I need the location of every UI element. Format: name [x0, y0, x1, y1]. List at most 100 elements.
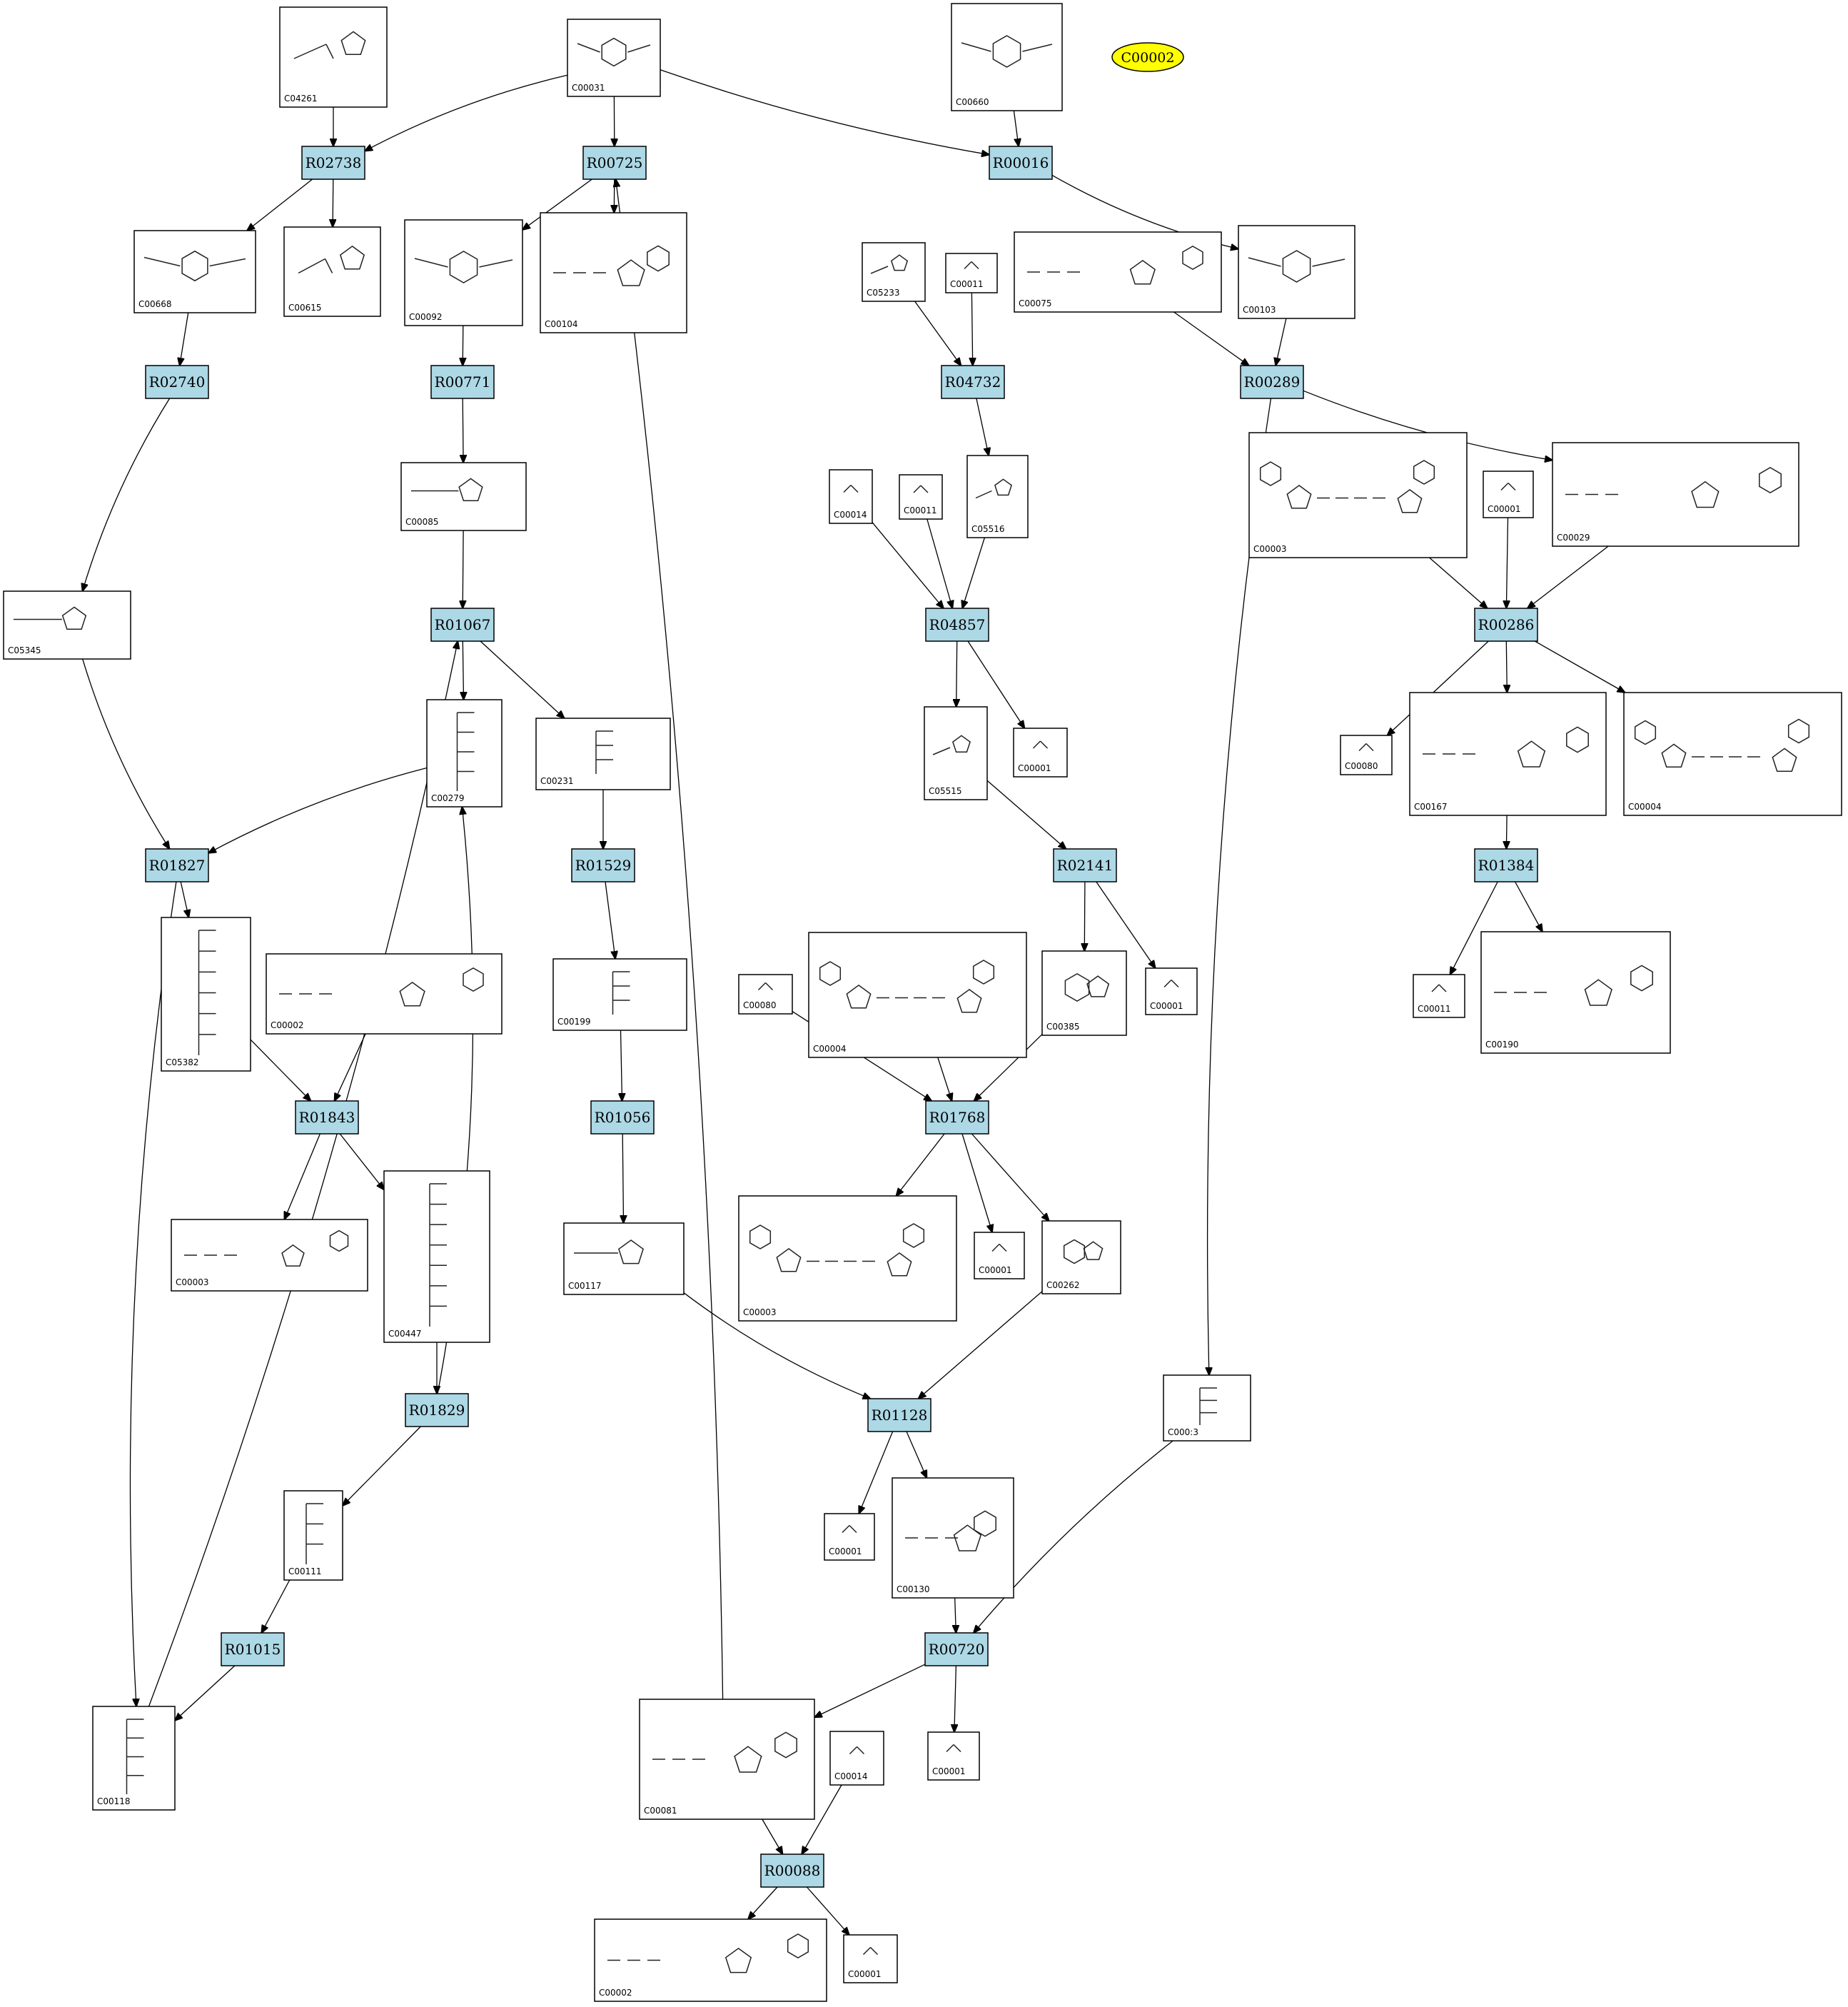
compound-node-c00081[interactable]: C00081 — [639, 1699, 815, 1820]
reaction-node-r04732[interactable]: R04732 — [941, 365, 1005, 399]
compound-node-c00660[interactable]: C00660 — [951, 3, 1063, 111]
compound-node-c00001[interactable]: C00001 — [974, 1232, 1025, 1279]
structure-glyph — [1423, 726, 1589, 768]
structure-glyph — [184, 1229, 349, 1267]
compound-node-c00004[interactable]: C00004 — [1623, 692, 1842, 816]
edge-c-C00668-to-R02740 — [180, 312, 189, 366]
reaction-node-r01067[interactable]: R01067 — [430, 608, 495, 642]
reaction-node-r01843[interactable]: R01843 — [295, 1100, 359, 1135]
compound-node-c00001[interactable]: C00001 — [927, 1731, 980, 1781]
structure-glyph — [1064, 973, 1110, 1002]
compound-node-c00001[interactable]: C00001 — [824, 1513, 875, 1561]
edge-R00088-to-c-C00001g — [806, 1886, 849, 1935]
compound-node-c00029[interactable]: C00029 — [1552, 442, 1799, 547]
compound-node-c00118[interactable]: C00118 — [92, 1706, 176, 1811]
reaction-node-r02740[interactable]: R02740 — [145, 365, 209, 399]
structure-glyph — [849, 1746, 865, 1755]
compound-node-c00231[interactable]: C00231 — [535, 718, 671, 790]
compound-node-c00031[interactable]: C00031 — [567, 19, 661, 97]
structure-glyph — [749, 1223, 925, 1277]
compound-label: C00003 — [1253, 544, 1287, 554]
compound-node-c05515[interactable]: C05515 — [924, 706, 988, 800]
reaction-node-r00016[interactable]: R00016 — [989, 146, 1053, 180]
compound-node-c00085[interactable]: C00085 — [400, 462, 527, 531]
reaction-node-r04857[interactable]: R04857 — [925, 608, 989, 642]
structure-glyph — [279, 967, 484, 1007]
compound-label: C00001 — [932, 1766, 966, 1776]
compound-node-c00190[interactable]: C00190 — [1480, 931, 1671, 1054]
edge-R00725-to-c-C00092 — [522, 178, 592, 230]
compound-node-c000:3[interactable]: C000:3 — [1163, 1374, 1251, 1442]
compound-node-c00103[interactable]: C00103 — [1238, 225, 1355, 319]
compound-label: C05382 — [166, 1057, 199, 1067]
compound-node-c00668[interactable]: C00668 — [133, 230, 256, 313]
compound-node-c00117[interactable]: C00117 — [563, 1222, 685, 1295]
compound-label: C00092 — [409, 312, 443, 322]
compound-node-c00130[interactable]: C00130 — [892, 1477, 1014, 1599]
reaction-node-r00088[interactable]: R00088 — [760, 1853, 824, 1888]
compound-node-c05382[interactable]: C05382 — [161, 917, 251, 1072]
compound-node-c00001[interactable]: C00001 — [1013, 728, 1068, 778]
compound-node-c05516[interactable]: C05516 — [966, 455, 1029, 538]
edge-c-C00004b-to-R01768 — [937, 1057, 952, 1101]
compound-node-c00167[interactable]: C00167 — [1409, 692, 1607, 816]
structure-glyph — [932, 735, 971, 755]
reaction-node-r00720[interactable]: R00720 — [924, 1632, 989, 1666]
compound-node-c00011[interactable]: C00011 — [945, 253, 998, 293]
compound-node-c00199[interactable]: C00199 — [552, 958, 687, 1031]
structure-glyph — [298, 245, 365, 274]
compound-node-c00001[interactable]: C00001 — [1145, 967, 1198, 1015]
compound-node-c00001[interactable]: C00001 — [1483, 471, 1534, 518]
compound-node-c00003[interactable]: C00003 — [171, 1219, 368, 1292]
reaction-node-r00725[interactable]: R00725 — [582, 146, 647, 180]
compound-node-c00003[interactable]: C00003 — [738, 1195, 957, 1322]
compound-node-c00004[interactable]: C00004 — [808, 932, 1027, 1058]
compound-node-c00111[interactable]: C00111 — [283, 1490, 343, 1581]
compound-node-c00003[interactable]: C00003 — [1248, 432, 1468, 558]
reaction-node-r01384[interactable]: R01384 — [1474, 848, 1538, 882]
highlighted-compound[interactable]: C00002 — [1111, 42, 1184, 72]
reaction-node-r01015[interactable]: R01015 — [221, 1632, 285, 1666]
reaction-node-r01529[interactable]: R01529 — [571, 848, 635, 882]
compound-node-c04261[interactable]: C04261 — [279, 6, 388, 108]
compound-node-c00014[interactable]: C00014 — [829, 1731, 884, 1786]
edge-c-C05515-to-R02141 — [986, 780, 1066, 849]
compound-node-c00615[interactable]: C00615 — [283, 226, 381, 317]
compound-node-c00002[interactable]: C00002 — [266, 953, 503, 1035]
compound-node-c00011[interactable]: C00011 — [1413, 974, 1465, 1018]
compound-node-c00080[interactable]: C00080 — [738, 974, 793, 1015]
reaction-node-r01056[interactable]: R01056 — [590, 1100, 655, 1135]
compound-label: C00003 — [743, 1307, 777, 1317]
compound-label: C00262 — [1046, 1280, 1080, 1290]
reaction-node-r00289[interactable]: R00289 — [1240, 365, 1304, 399]
compound-node-c00447[interactable]: C00447 — [383, 1170, 490, 1343]
reaction-node-r01768[interactable]: R01768 — [925, 1100, 989, 1135]
reaction-node-r00771[interactable]: R00771 — [430, 365, 495, 399]
reaction-node-r02738[interactable]: R02738 — [301, 146, 365, 180]
compound-node-c00080[interactable]: C00080 — [1340, 735, 1393, 775]
reaction-node-r01128[interactable]: R01128 — [867, 1398, 931, 1432]
structure-glyph — [198, 930, 216, 1055]
reaction-node-r01829[interactable]: R01829 — [405, 1393, 469, 1427]
reaction-node-r01827[interactable]: R01827 — [145, 848, 209, 882]
reaction-label: R02738 — [306, 154, 362, 171]
compound-node-c00014[interactable]: C00014 — [829, 469, 873, 524]
compound-node-c00092[interactable]: C00092 — [404, 219, 523, 326]
reaction-label: R00720 — [929, 1641, 985, 1658]
compound-node-c05345[interactable]: C05345 — [3, 590, 131, 660]
edge-R02141-to-c-C00001c — [1096, 881, 1156, 968]
reaction-node-r02141[interactable]: R02141 — [1053, 848, 1117, 882]
compound-node-c00075[interactable]: C00075 — [1014, 231, 1222, 313]
compound-label: C00080 — [1345, 761, 1378, 771]
compound-node-c00104[interactable]: C00104 — [540, 212, 687, 333]
compound-node-c00011[interactable]: C00011 — [899, 474, 943, 520]
structure-glyph — [757, 982, 774, 991]
compound-node-c00002[interactable]: C00002 — [594, 1918, 827, 2002]
edge-c-C00117-to-R01128 — [683, 1292, 871, 1399]
compound-node-c00262[interactable]: C00262 — [1041, 1220, 1121, 1294]
compound-node-c00001[interactable]: C00001 — [843, 1934, 898, 1983]
compound-node-c05233[interactable]: C05233 — [862, 242, 926, 302]
reaction-node-r00286[interactable]: R00286 — [1474, 608, 1538, 642]
compound-node-c00279[interactable]: C00279 — [426, 699, 503, 808]
compound-node-c00385[interactable]: C00385 — [1041, 950, 1127, 1036]
